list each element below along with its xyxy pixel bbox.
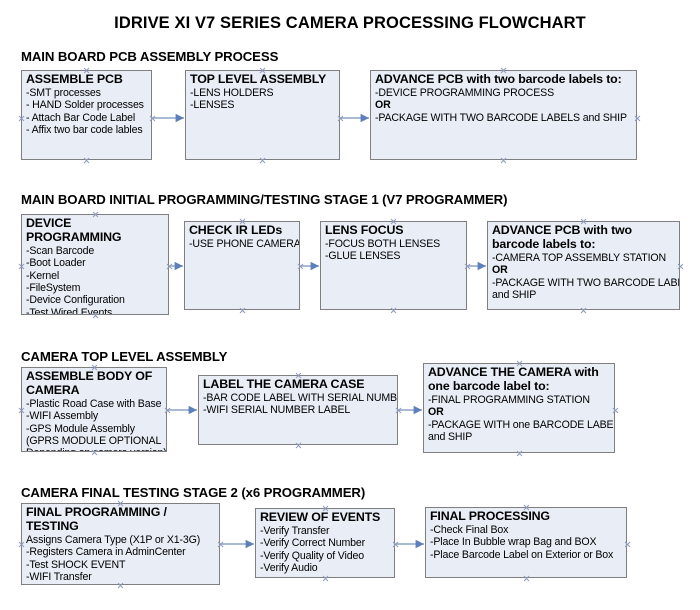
- node-advance-the-camera[interactable]: ADVANCE THE CAMERA with one barcode labe…: [423, 363, 615, 453]
- node-line: -Kernel: [26, 269, 60, 282]
- node-line: -Verify Audio: [260, 562, 318, 575]
- node-line: -CAMERA TOP ASSEMBLY STATION: [492, 251, 666, 264]
- node-line: -Verify Transfer: [260, 524, 330, 537]
- node-line: -Place In Bubble wrap Bag and BOX: [430, 536, 597, 549]
- node-line: Depending on camera version): [26, 447, 166, 451]
- node-title: FINAL PROCESSING: [430, 509, 550, 523]
- node-lens-focus[interactable]: LENS FOCUS -FOCUS BOTH LENSES -GLUE LENS…: [320, 221, 467, 310]
- node-line: -WIFI Transfer: [26, 570, 92, 583]
- node-title: ADVANCE PCB with two barcode labels to:: [375, 72, 622, 86]
- node-assemble-pcb[interactable]: ASSEMBLE PCB -SMT processes - HAND Solde…: [21, 70, 152, 160]
- node-line: -USE PHONE CAMERA: [189, 237, 300, 250]
- node-title: ASSEMBLE PCB: [26, 72, 123, 86]
- node-review-of-events[interactable]: REVIEW OF EVENTS -Verify Transfer -Verif…: [255, 508, 395, 578]
- node-final-processing[interactable]: FINAL PROCESSING -Check Final Box -Place…: [425, 507, 627, 578]
- node-title: TOP LEVEL ASSEMBLY: [190, 72, 327, 86]
- node-line: -Device Configuration: [26, 294, 125, 307]
- node-title: FINAL PROGRAMMING / TESTING: [26, 505, 167, 533]
- node-assemble-body-of-camera[interactable]: ASSEMBLE BODY OF CAMERA -Plastic Road Ca…: [21, 367, 167, 452]
- node-line: -FOCUS BOTH LENSES: [325, 237, 441, 250]
- section-header-camera-final-testing-stage-2: CAMERA FINAL TESTING STAGE 2 (x6 PROGRAM…: [21, 485, 366, 500]
- node-advance-pcb-two-barcode-labels[interactable]: ADVANCE PCB with two barcode labels to: …: [370, 70, 637, 160]
- node-line: -SMT processes: [26, 86, 101, 99]
- node-line: -Test Wired Events: [26, 306, 113, 315]
- node-title: CHECK IR LEDs: [189, 223, 283, 237]
- node-line: - Attach Bar Code Label: [26, 111, 136, 124]
- node-check-ir-leds[interactable]: CHECK IR LEDs -USE PHONE CAMERA: [184, 221, 300, 310]
- node-line: -Verify Correct Number: [260, 537, 366, 550]
- section-header-main-board-initial-programming: MAIN BOARD INITIAL PROGRAMMING/TESTING S…: [21, 192, 508, 207]
- node-line: -Boot Loader: [26, 257, 86, 270]
- node-line: - HAND Solder processes: [26, 99, 144, 112]
- node-title: LABEL THE CAMERA CASE: [203, 377, 365, 391]
- node-line: -Verify Quality of Video: [260, 549, 364, 562]
- section-header-main-board-pcb-assembly-process: MAIN BOARD PCB ASSEMBLY PROCESS: [21, 49, 279, 64]
- node-line: -PACKAGE WITH TWO BARCODE LABELS: [492, 276, 680, 289]
- node-line: -PACKAGE WITH one BARCODE LABEL: [428, 418, 615, 431]
- node-device-programming[interactable]: DEVICE PROGRAMMING -Scan Barcode -Boot L…: [21, 214, 169, 315]
- node-title: REVIEW OF EVENTS: [260, 510, 381, 524]
- node-line: Assigns Camera Type (X1P or X1-3G): [26, 533, 201, 546]
- node-line: -GPS Function: [26, 583, 216, 584]
- node-advance-pcb-camera-top-assembly[interactable]: ADVANCE PCB with two barcode labels to: …: [487, 221, 680, 310]
- node-line: -FINAL PROGRAMMING STATION: [428, 393, 590, 406]
- node-line: -WIFI SERIAL NUMBER LABEL: [203, 404, 351, 417]
- section-header-camera-top-level-assembly: CAMERA TOP LEVEL ASSEMBLY: [21, 349, 228, 364]
- node-line: -PACKAGE WITH TWO BARCODE LABELS and SHI…: [375, 111, 627, 124]
- node-line: and SHIP: [492, 288, 537, 301]
- node-line: OR: [428, 406, 444, 419]
- node-line: -Place Barcode Label on Exterior or Box: [430, 548, 614, 561]
- node-line: OR: [375, 99, 391, 112]
- node-title: DEVICE PROGRAMMING: [26, 216, 122, 244]
- node-title: ADVANCE THE CAMERA with one barcode labe…: [428, 365, 599, 393]
- node-line: -GPS Module Assembly: [26, 422, 135, 435]
- node-title: ADVANCE PCB with two barcode labels to:: [492, 223, 632, 251]
- node-line: -FileSystem: [26, 281, 81, 294]
- node-line: -DEVICE PROGRAMMING PROCESS: [375, 86, 555, 99]
- node-title: LENS FOCUS: [325, 223, 404, 237]
- node-line: -WIFI Assembly: [26, 410, 99, 423]
- node-line: -LENS HOLDERS: [190, 86, 274, 99]
- node-final-programming-testing[interactable]: FINAL PROGRAMMING / TESTING Assigns Came…: [21, 503, 220, 585]
- node-line: -Check Final Box: [430, 523, 509, 536]
- node-title: ASSEMBLE BODY OF CAMERA: [26, 369, 153, 397]
- page-title: IDRIVE XI V7 SERIES CAMERA PROCESSING FL…: [114, 14, 586, 32]
- node-line: - Affix two bar code lables: [26, 124, 143, 137]
- node-line: -Test SHOCK EVENT: [26, 558, 126, 571]
- node-line: -Scan Barcode: [26, 244, 95, 257]
- node-line: -GLUE LENSES: [325, 250, 401, 263]
- node-label-the-camera-case[interactable]: LABEL THE CAMERA CASE -BAR CODE LABEL WI…: [198, 375, 398, 445]
- node-line: -LENSES: [190, 99, 235, 112]
- node-line: -Plastic Road Case with Base: [26, 397, 162, 410]
- node-line: -Registers Camera in AdminCenter: [26, 546, 186, 559]
- node-top-level-assembly[interactable]: TOP LEVEL ASSEMBLY -LENS HOLDERS -LENSES: [185, 70, 340, 160]
- node-line: (GPRS MODULE OPTIONAL: [26, 434, 162, 447]
- node-line: -BAR CODE LABEL WITH SERIAL NUMBER: [203, 391, 398, 404]
- node-line: OR: [492, 264, 508, 277]
- node-line: and SHIP: [428, 430, 473, 443]
